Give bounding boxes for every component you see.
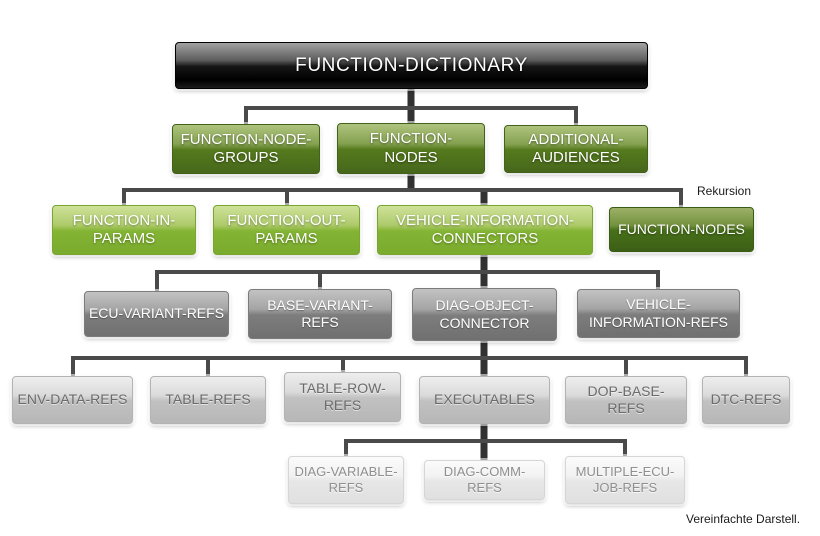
node-ecu-variant-refs: ECU-VARIANT-REFS <box>84 291 229 337</box>
node-diag-variable-refs: DIAG-VARIABLE- REFS <box>288 456 404 504</box>
node-function-dictionary: FUNCTION-DICTIONARY <box>175 42 648 89</box>
node-base-variant-refs: BASE-VARIANT- REFS <box>248 289 392 339</box>
node-diag-comm-refs: DIAG-COMM-REFS <box>424 460 545 500</box>
node-vehicle-information-refs: VEHICLE- INFORMATION-REFS <box>577 289 740 338</box>
node-function-out-params: FUNCTION-OUT- PARAMS <box>213 205 360 255</box>
node-executables: EXECUTABLES <box>419 376 550 424</box>
connector-branch-lines <box>71 106 748 462</box>
node-function-node-groups: FUNCTION-NODE- GROUPS <box>172 124 320 174</box>
node-diag-object-connector: DIAG-OBJECT- CONNECTOR <box>412 288 557 341</box>
node-multiple-ecu-job-refs: MULTIPLE-ECU- JOB-REFS <box>565 456 685 504</box>
node-table-row-refs: TABLE-ROW- REFS <box>284 372 401 422</box>
node-function-nodes-recursion: FUNCTION-NODES <box>609 207 754 252</box>
node-vehicle-information-connectors: VEHICLE-INFORMATION- CONNECTORS <box>377 205 593 255</box>
node-dtc-refs: DTC-REFS <box>702 376 790 424</box>
node-additional-audiences: ADDITIONAL- AUDIENCES <box>504 125 648 173</box>
node-function-in-params: FUNCTION-IN- PARAMS <box>52 205 196 255</box>
node-env-data-refs: ENV-DATA-REFS <box>12 376 133 424</box>
node-dop-base-refs: DOP-BASE-REFS <box>565 376 687 424</box>
node-function-nodes: FUNCTION- NODES <box>337 123 485 174</box>
rekursion-annotation: Rekursion <box>697 184 752 198</box>
diagram-caption: Vereinfachte Darstell. <box>686 512 801 526</box>
node-table-refs: TABLE-REFS <box>150 376 266 424</box>
